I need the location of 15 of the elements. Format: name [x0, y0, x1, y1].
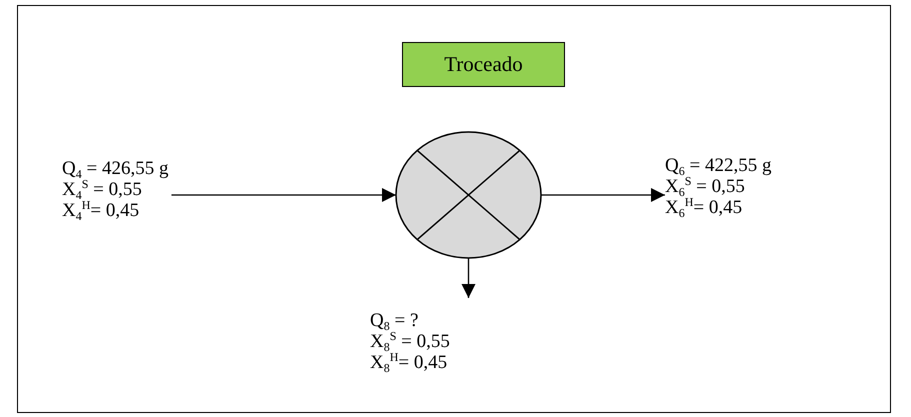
- mixer-circle: [395, 131, 542, 259]
- stream-value: X$_{8}$$^{S}$ = 0,55: [370, 331, 450, 352]
- flow-arrow: [171, 188, 396, 202]
- stream-value: Q$_{4}$ = 426,55 g: [62, 158, 168, 179]
- stream-value: X$_{6}$$^{S}$ = 0,55: [665, 176, 745, 197]
- stream-value: Q$_{6}$ = 422,55 g: [665, 155, 772, 176]
- process-label: Troceado: [444, 54, 523, 75]
- flow-arrow: [541, 188, 665, 202]
- stream-value: X$_{4}$$^{H}$= 0,45: [62, 200, 140, 221]
- process-label-box: [402, 42, 565, 87]
- stream-value: X$_{8}$$^{H}$= 0,45: [370, 352, 448, 373]
- flow-arrow: [462, 258, 476, 298]
- stream-value: X$_{4}$$^{S}$ = 0,55: [62, 179, 142, 200]
- stream-value: X$_{6}$$^{H}$= 0,45: [665, 197, 742, 218]
- stream-value: Q$_{8}$ = ?: [370, 310, 418, 331]
